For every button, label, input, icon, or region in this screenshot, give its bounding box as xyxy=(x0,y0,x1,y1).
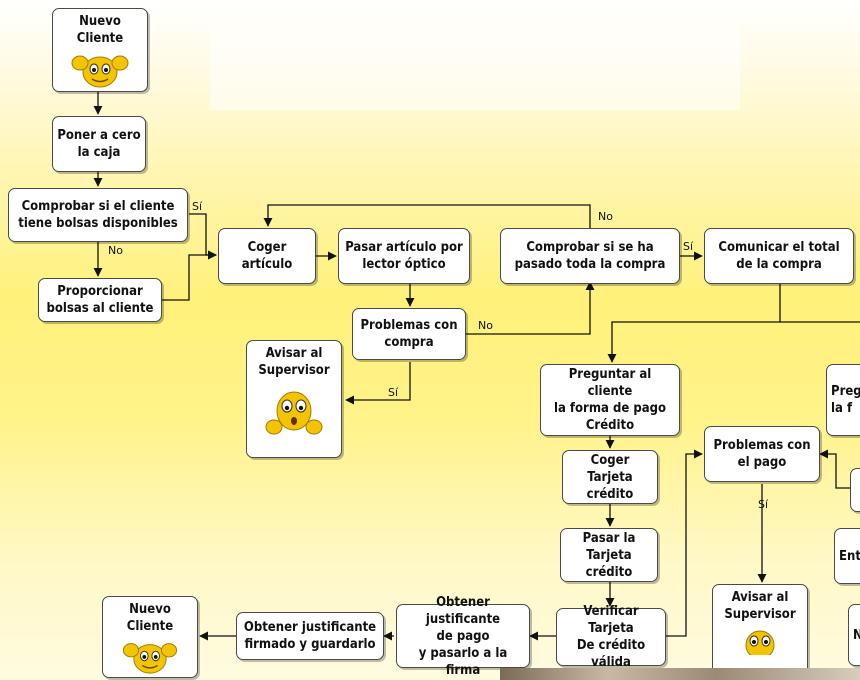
node-comprobar-bolsas: Comprobar si el cliente tiene bolsas dis… xyxy=(8,188,188,242)
node-preguntar-credito: Preguntar al cliente la forma de pago Cr… xyxy=(540,364,680,436)
edge-comunicar-preguntar xyxy=(607,284,781,363)
worried-face-icon xyxy=(265,391,323,435)
label-si-compra: Sí xyxy=(683,240,694,253)
photo-strip xyxy=(500,668,860,680)
node-avisar-supervisor-1: Avisar al Supervisor xyxy=(246,340,342,458)
node-proporcionar-bolsas: Proporcionar bolsas al cliente xyxy=(38,278,162,322)
label-si-problemas: Sí xyxy=(388,386,399,399)
edge-verificar-problemas xyxy=(666,449,703,637)
worried-face-icon xyxy=(745,630,775,655)
node-problemas-compra: Problemas con compra xyxy=(352,308,466,360)
node-coger-articulo: Coger artículo xyxy=(218,228,316,284)
node-comprobar-compra: Comprobar si se ha pasado toda la compra xyxy=(500,228,680,284)
node-right-cut xyxy=(850,468,860,512)
node-obtener-firmado: Obtener justificante firmado y guardarlo xyxy=(236,612,384,660)
node-label: Nuevo Cliente xyxy=(126,602,174,634)
node-label: Avisar al Supervisor xyxy=(258,346,330,378)
smiley-face-icon xyxy=(71,55,129,88)
label-si-pago: Sí xyxy=(758,498,769,511)
node-avisar-supervisor-2: Avisar al Supervisor xyxy=(712,584,808,680)
node-comunicar-total: Comunicar el total de la compra xyxy=(704,228,854,284)
node-n-cut: N xyxy=(848,604,860,666)
label-no-problemas: No xyxy=(478,319,493,332)
blank-panel xyxy=(210,22,740,110)
node-problemas-pago: Problemas con el pago xyxy=(704,426,820,482)
node-preguntar-cut: Preg la f xyxy=(826,364,860,436)
node-verificar-tarjeta: Verificar Tarjeta De crédito válida xyxy=(556,604,666,670)
node-label: Nuevo Cliente xyxy=(76,14,124,46)
node-pasar-articulo: Pasar artículo por lector óptico xyxy=(338,228,470,284)
edge-problemas-avisar xyxy=(345,362,411,405)
node-obtener-justificante-pago: Obtener justificante de pago y pasarlo a… xyxy=(396,595,530,678)
edge-proporcionar-coger xyxy=(162,250,217,301)
edge-si-coger xyxy=(189,213,217,260)
node-poner-cero: Poner a cero la caja xyxy=(52,116,146,172)
edge-problemas-no xyxy=(466,281,595,335)
node-coger-tarjeta: Coger Tarjeta crédito xyxy=(562,450,658,504)
node-label: Avisar al Supervisor xyxy=(724,590,796,622)
label-si-bolsas: Sí xyxy=(192,200,203,213)
smiley-face-icon xyxy=(122,643,178,674)
node-nuevo-cliente-bottom: Nuevo Cliente xyxy=(102,596,198,678)
node-nuevo-cliente-top: Nuevo Cliente xyxy=(52,8,148,92)
node-ent-cut: Ent xyxy=(834,528,860,584)
edge-no-loop xyxy=(263,204,591,228)
node-pasar-tarjeta: Pasar la Tarjeta crédito xyxy=(560,528,658,582)
label-no-loop: No xyxy=(598,210,613,223)
edge-right-problemas xyxy=(819,449,860,489)
label-no-bolsas: No xyxy=(108,244,123,257)
